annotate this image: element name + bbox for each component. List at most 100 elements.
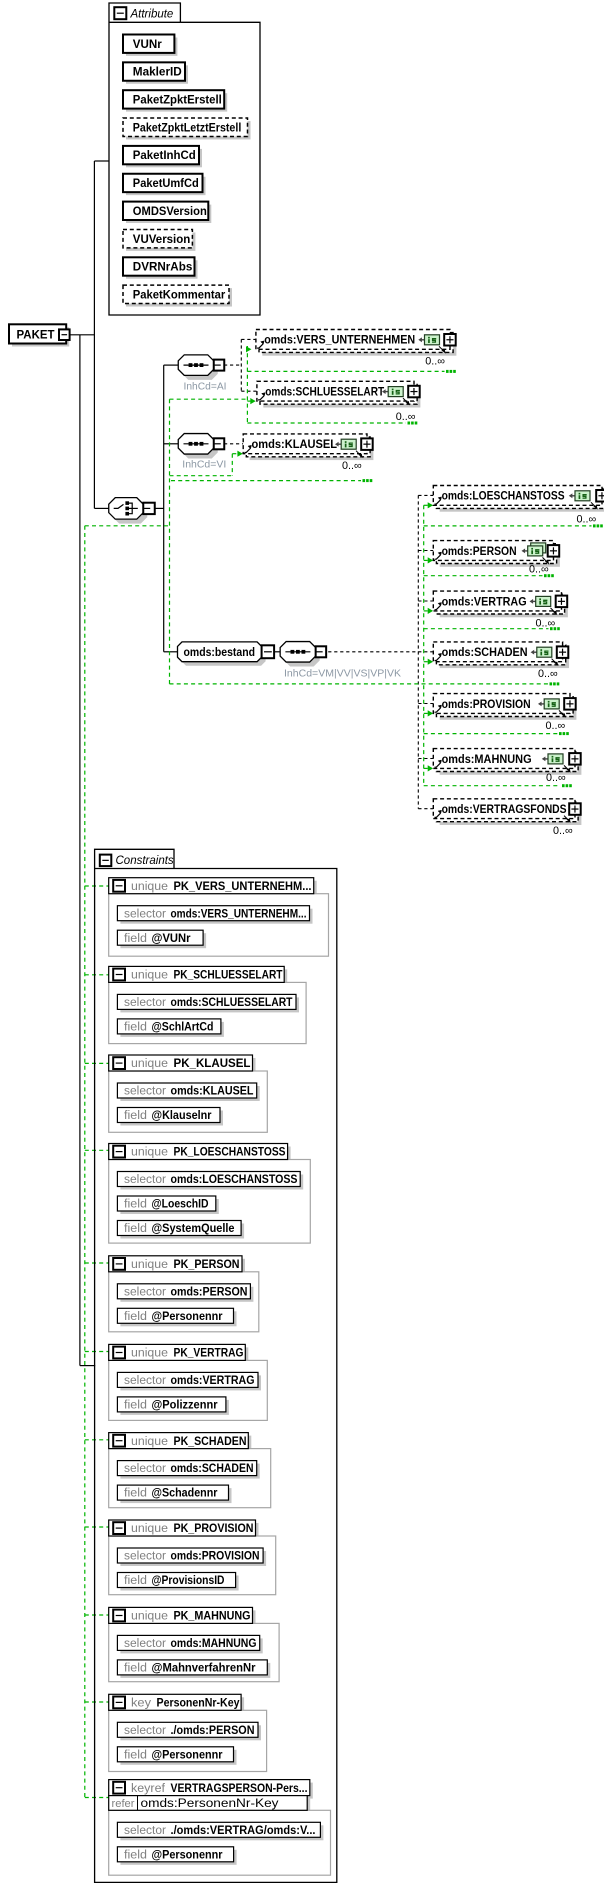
- svg-text:PK_KLAUSEL: PK_KLAUSEL: [174, 1058, 251, 1070]
- svg-text:./omds:PERSON: ./omds:PERSON: [171, 1725, 255, 1737]
- svg-text:0..∞: 0..∞: [536, 617, 556, 629]
- svg-text:@LoeschID: @LoeschID: [152, 1199, 209, 1211]
- svg-text:PK_VERS_UNTERNEHM...: PK_VERS_UNTERNEHM...: [174, 881, 312, 893]
- svg-text:field: field: [124, 1022, 147, 1034]
- svg-text:omds:PERSON: omds:PERSON: [171, 1286, 248, 1298]
- svg-text:@VUNr: @VUNr: [152, 933, 191, 945]
- svg-text:PersonenNr-Key: PersonenNr-Key: [157, 1698, 241, 1710]
- svg-text:PK_PROVISION: PK_PROVISION: [174, 1523, 254, 1535]
- svg-text:VUNr: VUNr: [133, 39, 163, 51]
- svg-text:./omds:VERTRAG/omds:V...: ./omds:VERTRAG/omds:V...: [171, 1825, 316, 1837]
- svg-text:unique: unique: [131, 1058, 168, 1070]
- svg-text:InhCd=VM|VV|VS|VP|VK: InhCd=VM|VV|VS|VP|VK: [284, 669, 401, 680]
- svg-text:omds:VERTRAGSFONDS: omds:VERTRAGSFONDS: [442, 804, 567, 816]
- svg-text:field: field: [124, 1223, 147, 1235]
- svg-text:0..∞: 0..∞: [529, 563, 549, 575]
- svg-text:0..∞: 0..∞: [577, 514, 597, 526]
- svg-text:selector: selector: [124, 1286, 166, 1298]
- svg-text:selector: selector: [124, 1463, 166, 1475]
- svg-text:field: field: [124, 1311, 147, 1323]
- svg-text:@Schadennr: @Schadennr: [152, 1488, 218, 1500]
- svg-text:field: field: [124, 1400, 147, 1412]
- svg-text:omds:MAHNUNG: omds:MAHNUNG: [171, 1638, 257, 1650]
- svg-text:0..∞: 0..∞: [553, 825, 573, 837]
- svg-text:@SchlArtCd: @SchlArtCd: [152, 1022, 214, 1034]
- svg-text:omds:SCHLUESSELART: omds:SCHLUESSELART: [171, 997, 293, 1009]
- svg-text:selector: selector: [124, 1638, 166, 1650]
- svg-text:unique: unique: [131, 1523, 168, 1535]
- svg-text:PK_VERTRAG: PK_VERTRAG: [174, 1348, 244, 1360]
- svg-text:PK_MAHNUNG: PK_MAHNUNG: [174, 1611, 251, 1623]
- svg-text:unique: unique: [131, 1436, 168, 1448]
- svg-text:omds:VERS_UNTERNEHM...: omds:VERS_UNTERNEHM...: [171, 908, 307, 920]
- svg-text:selector: selector: [124, 1375, 166, 1387]
- svg-text:unique: unique: [131, 1147, 168, 1159]
- svg-text:omds:SCHADEN: omds:SCHADEN: [442, 647, 528, 659]
- svg-text:keyref: keyref: [131, 1783, 166, 1795]
- svg-text:InhCd=VI: InhCd=VI: [182, 459, 226, 470]
- svg-text:omds:LOESCHANSTOSS: omds:LOESCHANSTOSS: [171, 1174, 298, 1186]
- svg-text:selector: selector: [124, 1551, 166, 1563]
- svg-text:omds:LOESCHANSTOSS: omds:LOESCHANSTOSS: [442, 491, 565, 503]
- svg-text:0..∞: 0..∞: [342, 460, 362, 472]
- svg-text:PaketZpktErstell: PaketZpktErstell: [133, 95, 222, 107]
- svg-text:unique: unique: [131, 1259, 168, 1271]
- svg-text:selector: selector: [124, 1086, 166, 1098]
- svg-text:selector: selector: [124, 997, 166, 1009]
- svg-text:omds:KLAUSEL: omds:KLAUSEL: [171, 1086, 254, 1098]
- svg-text:field: field: [124, 1110, 147, 1122]
- svg-text:omds:VERTRAG: omds:VERTRAG: [171, 1375, 255, 1387]
- svg-text:omds:PERSON: omds:PERSON: [442, 546, 517, 558]
- svg-text:field: field: [124, 933, 147, 945]
- svg-text:field: field: [124, 1749, 147, 1761]
- svg-text:0..∞: 0..∞: [546, 720, 566, 732]
- svg-text:omds:VERTRAG: omds:VERTRAG: [442, 596, 527, 608]
- svg-text:MaklerID: MaklerID: [133, 67, 182, 79]
- svg-text:0..∞: 0..∞: [425, 356, 445, 368]
- svg-text:omds:MAHNUNG: omds:MAHNUNG: [442, 754, 532, 766]
- svg-text:@Personennr: @Personennr: [152, 1311, 223, 1323]
- svg-text:selector: selector: [124, 1725, 166, 1737]
- svg-text:field: field: [124, 1575, 147, 1587]
- svg-text:@Personennr: @Personennr: [152, 1749, 223, 1761]
- svg-text:0..∞: 0..∞: [538, 668, 558, 680]
- svg-text:VUVersion: VUVersion: [133, 234, 191, 246]
- svg-text:PAKET: PAKET: [17, 329, 55, 341]
- svg-text:omds:VERS_UNTERNEHMEN: omds:VERS_UNTERNEHMEN: [264, 335, 415, 347]
- svg-text:@SystemQuelle: @SystemQuelle: [152, 1223, 235, 1235]
- svg-text:selector: selector: [124, 1174, 166, 1186]
- svg-text:selector: selector: [124, 1825, 166, 1837]
- svg-text:PaketZpktLetztErstell: PaketZpktLetztErstell: [133, 122, 242, 134]
- svg-text:field: field: [124, 1849, 147, 1861]
- svg-text:unique: unique: [131, 1348, 168, 1360]
- svg-text:OMDSVersion: OMDSVersion: [133, 206, 207, 218]
- svg-text:omds:KLAUSEL: omds:KLAUSEL: [252, 439, 338, 451]
- svg-text:unique: unique: [131, 881, 168, 893]
- svg-text:PK_PERSON: PK_PERSON: [174, 1259, 240, 1271]
- svg-text:Constraints: Constraints: [116, 855, 174, 867]
- svg-text:unique: unique: [131, 1611, 168, 1623]
- svg-text:PK_LOESCHANSTOSS: PK_LOESCHANSTOSS: [174, 1147, 286, 1159]
- svg-text:field: field: [124, 1663, 147, 1675]
- svg-text:PaketUmfCd: PaketUmfCd: [133, 178, 199, 190]
- svg-text:PK_SCHLUESSELART: PK_SCHLUESSELART: [174, 970, 283, 982]
- svg-text:InhCd=AI: InhCd=AI: [184, 381, 227, 392]
- svg-text:0..∞: 0..∞: [546, 772, 566, 784]
- svg-text:@Personennr: @Personennr: [152, 1849, 223, 1861]
- svg-text:field: field: [124, 1199, 147, 1211]
- svg-text:omds:PROVISION: omds:PROVISION: [442, 699, 531, 711]
- svg-text:PaketKommentar: PaketKommentar: [133, 289, 226, 301]
- svg-text:@Klauselnr: @Klauselnr: [152, 1110, 212, 1122]
- svg-text:VERTRAGSPERSON-Pers...: VERTRAGSPERSON-Pers...: [171, 1783, 308, 1795]
- svg-text:DVRNrAbs: DVRNrAbs: [133, 262, 193, 274]
- svg-text:refer: refer: [112, 1798, 135, 1810]
- svg-text:@MahnverfahrenNr: @MahnverfahrenNr: [152, 1663, 257, 1675]
- svg-text:unique: unique: [131, 970, 168, 982]
- svg-text:selector: selector: [124, 908, 166, 920]
- svg-text:omds:PROVISION: omds:PROVISION: [171, 1551, 260, 1563]
- svg-text:PK_SCHADEN: PK_SCHADEN: [174, 1436, 247, 1448]
- svg-text:@Polizzennr: @Polizzennr: [152, 1400, 218, 1412]
- svg-text:0..∞: 0..∞: [396, 411, 416, 423]
- svg-text:key: key: [131, 1698, 151, 1710]
- svg-text:PaketInhCd: PaketInhCd: [133, 150, 196, 162]
